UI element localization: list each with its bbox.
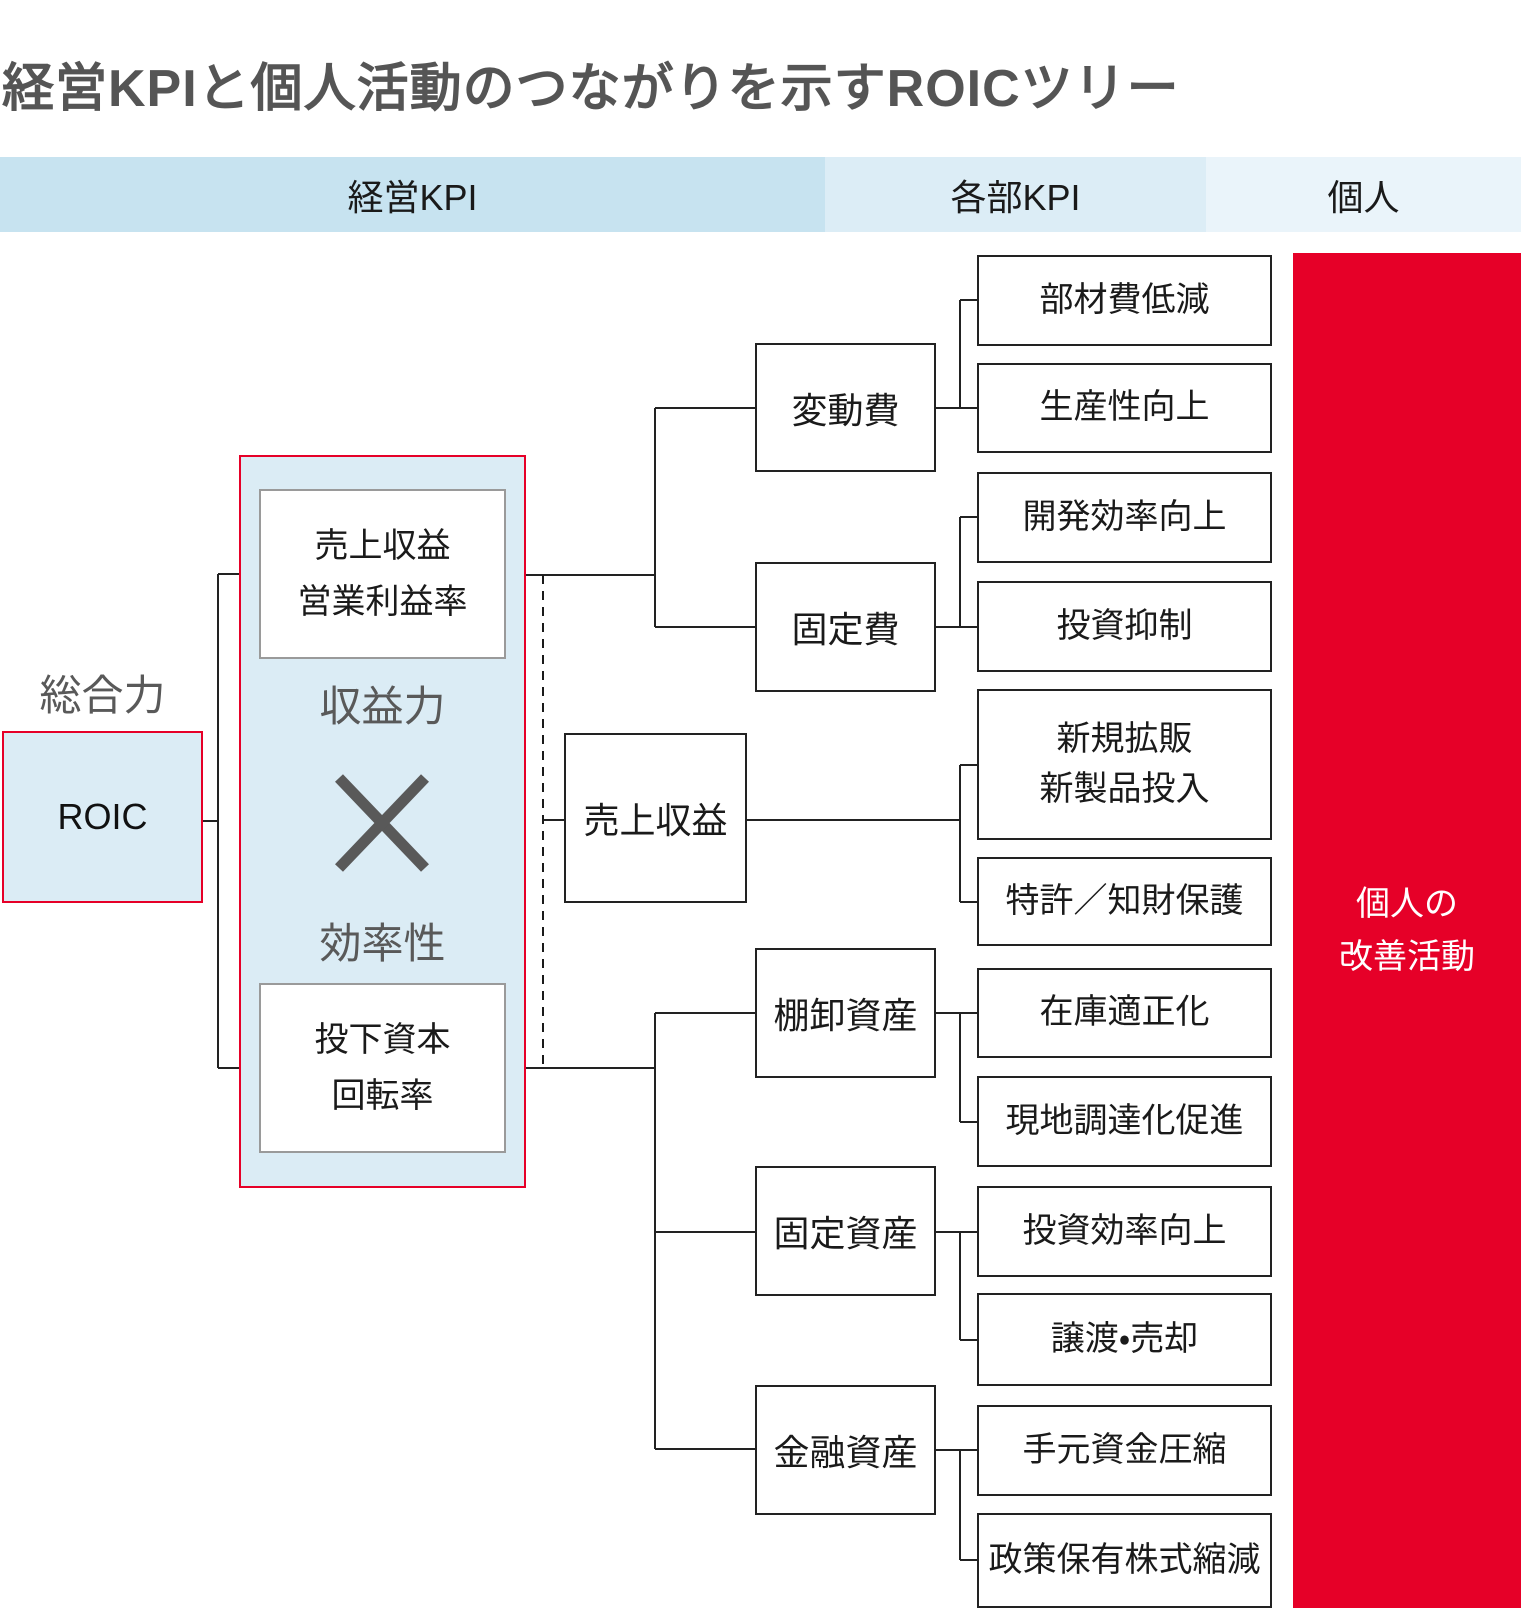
node-fixed-assets: 固定資産 — [755, 1166, 936, 1296]
header-label-division-kpi: 各部KPI — [950, 176, 1081, 218]
personal-improvement-bar: 個人の 改善活動 — [1293, 253, 1521, 1608]
leaf-transfer-sale: 譲渡・売却 — [977, 1293, 1272, 1386]
header-band-individual: 個人 — [1206, 157, 1521, 232]
profitability-label: 収益力 — [319, 682, 446, 730]
header-label-individual: 個人 — [1327, 176, 1400, 218]
node-fixed-cost: 固定費 — [755, 562, 936, 692]
leaf-policy-shareholding-reduction: 政策保有株式縮減 — [977, 1513, 1272, 1608]
leaf-investment-restraint: 投資抑制 — [977, 581, 1272, 672]
leaf-investment-efficiency: 投資効率向上 — [977, 1186, 1272, 1277]
page-title: 経営KPIと個人活動のつながりを示すROICツリー — [2, 60, 1180, 118]
node-roic: ROIC — [2, 731, 203, 903]
leaf-material-cost-reduction: 部材費低減 — [977, 255, 1272, 346]
node-sales-revenue: 売上収益 — [564, 733, 747, 903]
leaf-cash-compression: 手元資金圧縮 — [977, 1405, 1272, 1496]
leaf-local-procurement: 現地調達化促進 — [977, 1076, 1272, 1167]
leaf-patent-ip-protection: 特許／知財保護 — [977, 857, 1272, 946]
overall-strength-label: 総合力 — [39, 671, 166, 719]
leaf-new-sales-expansion: 新規拡販 新製品投入 — [977, 689, 1272, 840]
header-label-management-kpi: 経営KPI — [347, 176, 478, 218]
leaf-productivity-improvement: 生産性向上 — [977, 363, 1272, 453]
header-band-division-kpi: 各部KPI — [825, 157, 1206, 232]
node-variable-cost: 変動費 — [755, 343, 936, 472]
node-operating-margin: 売上収益 営業利益率 — [259, 489, 506, 659]
node-inventory-assets: 棚卸資産 — [755, 948, 936, 1078]
node-financial-assets: 金融資産 — [755, 1385, 936, 1515]
node-invested-capital-turnover: 投下資本 回転率 — [259, 983, 506, 1153]
efficiency-label: 効率性 — [319, 919, 446, 967]
header-band-management-kpi: 経営KPI — [0, 157, 825, 232]
multiply-icon — [335, 774, 429, 872]
leaf-inventory-optimization: 在庫適正化 — [977, 968, 1272, 1058]
leaf-development-efficiency: 開発効率向上 — [977, 472, 1272, 563]
